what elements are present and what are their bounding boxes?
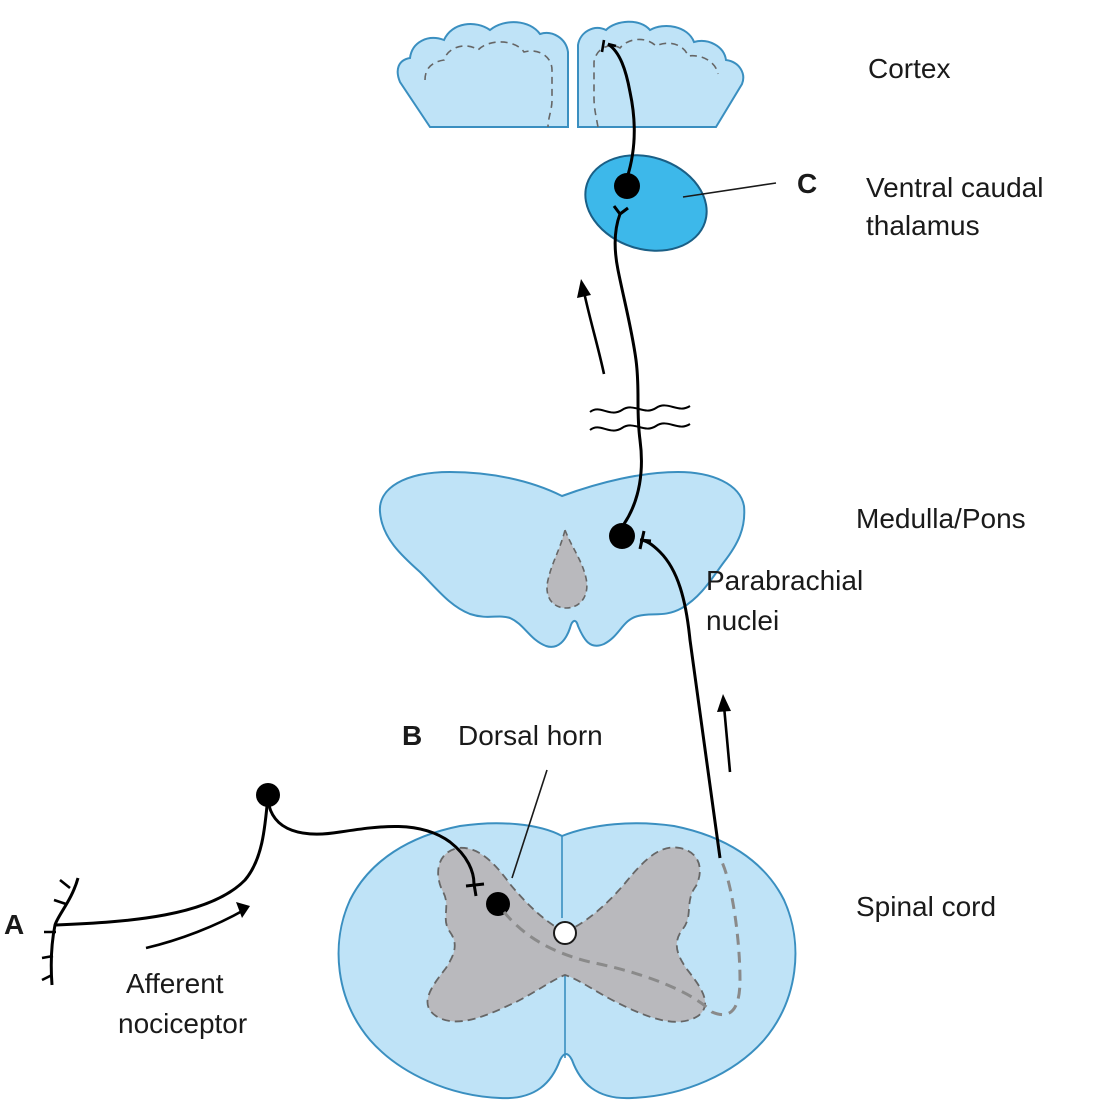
- cortex-synapse-terminal: [600, 39, 617, 53]
- thalamic-neuron: [614, 173, 640, 199]
- medulla-section: [378, 470, 746, 648]
- label-afferent-line2: nociceptor: [118, 1008, 247, 1039]
- fourth-ventricle-gray: [546, 527, 588, 609]
- ascending-axon-to-thalamus: [613, 213, 643, 525]
- afferent-peripheral-axon: [55, 794, 270, 927]
- label-thalamus-line1: Ventral caudal: [866, 172, 1043, 203]
- cortex-left-hemisphere: [396, 21, 569, 128]
- dorsal-horn-pointer-line: [511, 769, 548, 879]
- thalamocortical-axon: [607, 42, 636, 179]
- ascending-arrow-lower: [722, 705, 732, 773]
- marker-a: A: [4, 909, 24, 940]
- axon-break-mark-lower: [589, 422, 691, 432]
- cortex-left-gyri-dashed: [424, 41, 553, 128]
- afferent-central-axon: [266, 799, 476, 885]
- dorsal-root-ganglion-cell-body: [256, 783, 280, 807]
- afferent-direction-arrow: [145, 908, 245, 950]
- afferent-synapse-terminal: [465, 882, 485, 897]
- marker-c: C: [797, 168, 817, 199]
- parabrachial-synapse-terminal: [638, 530, 652, 550]
- dorsal-horn-neuron: [486, 892, 510, 916]
- direction-arrows: [145, 279, 732, 950]
- thalamus-synapse-terminal: [612, 205, 629, 217]
- afferent-arrowhead: [236, 902, 250, 918]
- ventral-caudal-thalamus: [584, 154, 708, 252]
- label-cortex: Cortex: [868, 53, 950, 84]
- ascending-arrowhead-upper: [577, 279, 591, 298]
- labels: Cortex C Ventral caudal thalamus Medulla…: [4, 53, 1043, 1039]
- axon-break-mark-upper: [589, 404, 691, 414]
- label-afferent-line1: Afferent: [126, 968, 224, 999]
- marker-b: B: [402, 720, 422, 751]
- ascending-arrowhead-lower: [717, 694, 731, 712]
- cortex-right-gyri-dashed: [593, 38, 719, 128]
- label-medulla-pons: Medulla/Pons: [856, 503, 1026, 534]
- nerve-ending-ticks: [41, 878, 71, 982]
- thalamus-pointer-line: [682, 182, 777, 198]
- cortex-section: [396, 20, 745, 128]
- central-canal: [553, 921, 577, 945]
- ascending-arrow-upper: [582, 291, 606, 375]
- label-parabrachial-line1: Parabrachial: [706, 565, 863, 596]
- spinal-cord-section: [337, 769, 797, 1100]
- neuron-pathways: [41, 39, 742, 1017]
- parabrachial-neuron: [609, 523, 635, 549]
- label-spinal-cord: Spinal cord: [856, 891, 996, 922]
- label-parabrachial-line2: nuclei: [706, 605, 779, 636]
- label-dorsal-horn: Dorsal horn: [458, 720, 603, 751]
- label-thalamus-line2: thalamus: [866, 210, 980, 241]
- thalamus-section: [584, 154, 777, 252]
- cortex-right-hemisphere: [577, 20, 745, 128]
- afferent-nerve-ending: [49, 877, 80, 986]
